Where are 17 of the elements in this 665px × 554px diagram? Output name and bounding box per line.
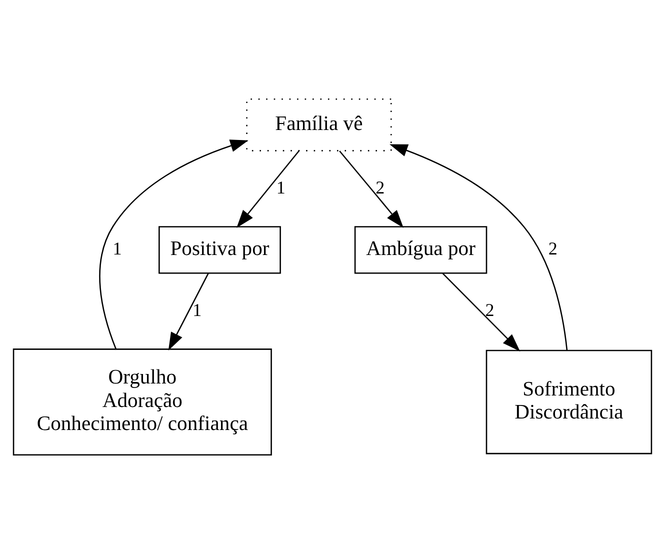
node-box: Ambígua por [354, 226, 488, 274]
node-box: Positiva por [158, 226, 281, 274]
node-box: Família vê [246, 98, 392, 152]
arrow [339, 150, 404, 228]
edge-label: 2 [376, 177, 385, 198]
arrow [236, 150, 300, 228]
node-box: Sofrimento Discordância [486, 350, 652, 454]
arrow [168, 273, 209, 351]
edge-label: 2 [485, 300, 494, 320]
edge-label: 1 [192, 300, 202, 320]
edge-label: 1 [276, 177, 286, 198]
edge-label: 2 [548, 238, 558, 259]
arrow [99, 140, 248, 350]
arrow [442, 272, 520, 352]
arrow [390, 144, 568, 350]
edge-label: 1 [112, 238, 122, 259]
node-box: Orgulho Adoração Conhecimento/ confiança [12, 348, 272, 456]
